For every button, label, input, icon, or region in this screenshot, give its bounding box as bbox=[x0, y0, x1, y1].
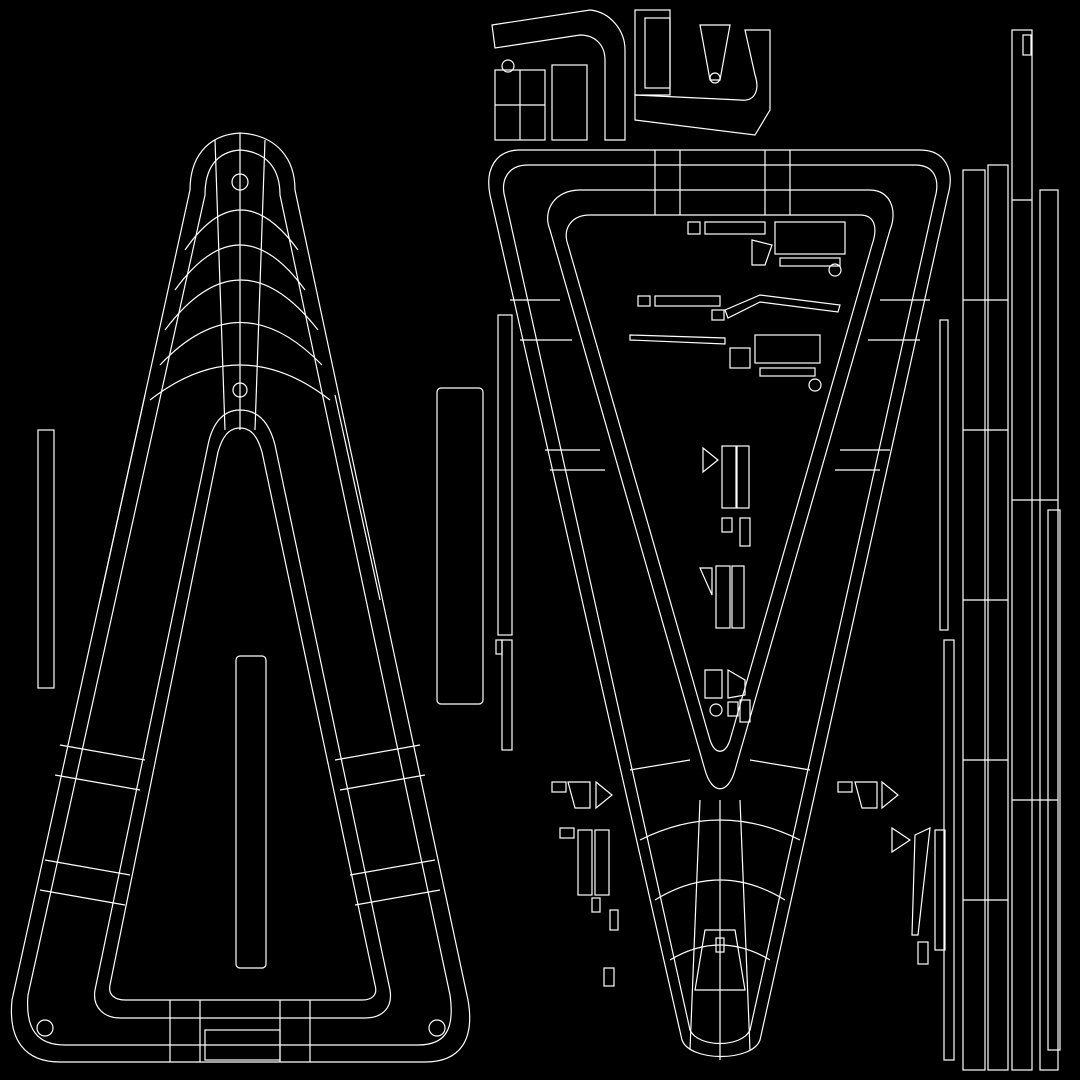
tall-bar-island bbox=[436, 387, 484, 705]
inner-small-islands bbox=[629, 221, 846, 723]
vertical-strips bbox=[495, 29, 1061, 1071]
top-small-islands bbox=[491, 9, 771, 141]
left-slot-island bbox=[235, 655, 267, 969]
right-triangle-shell bbox=[488, 149, 951, 1060]
left-triangle-shell bbox=[10, 132, 471, 1063]
left-strip-island bbox=[37, 429, 55, 689]
bottom-side-islands bbox=[551, 780, 946, 987]
